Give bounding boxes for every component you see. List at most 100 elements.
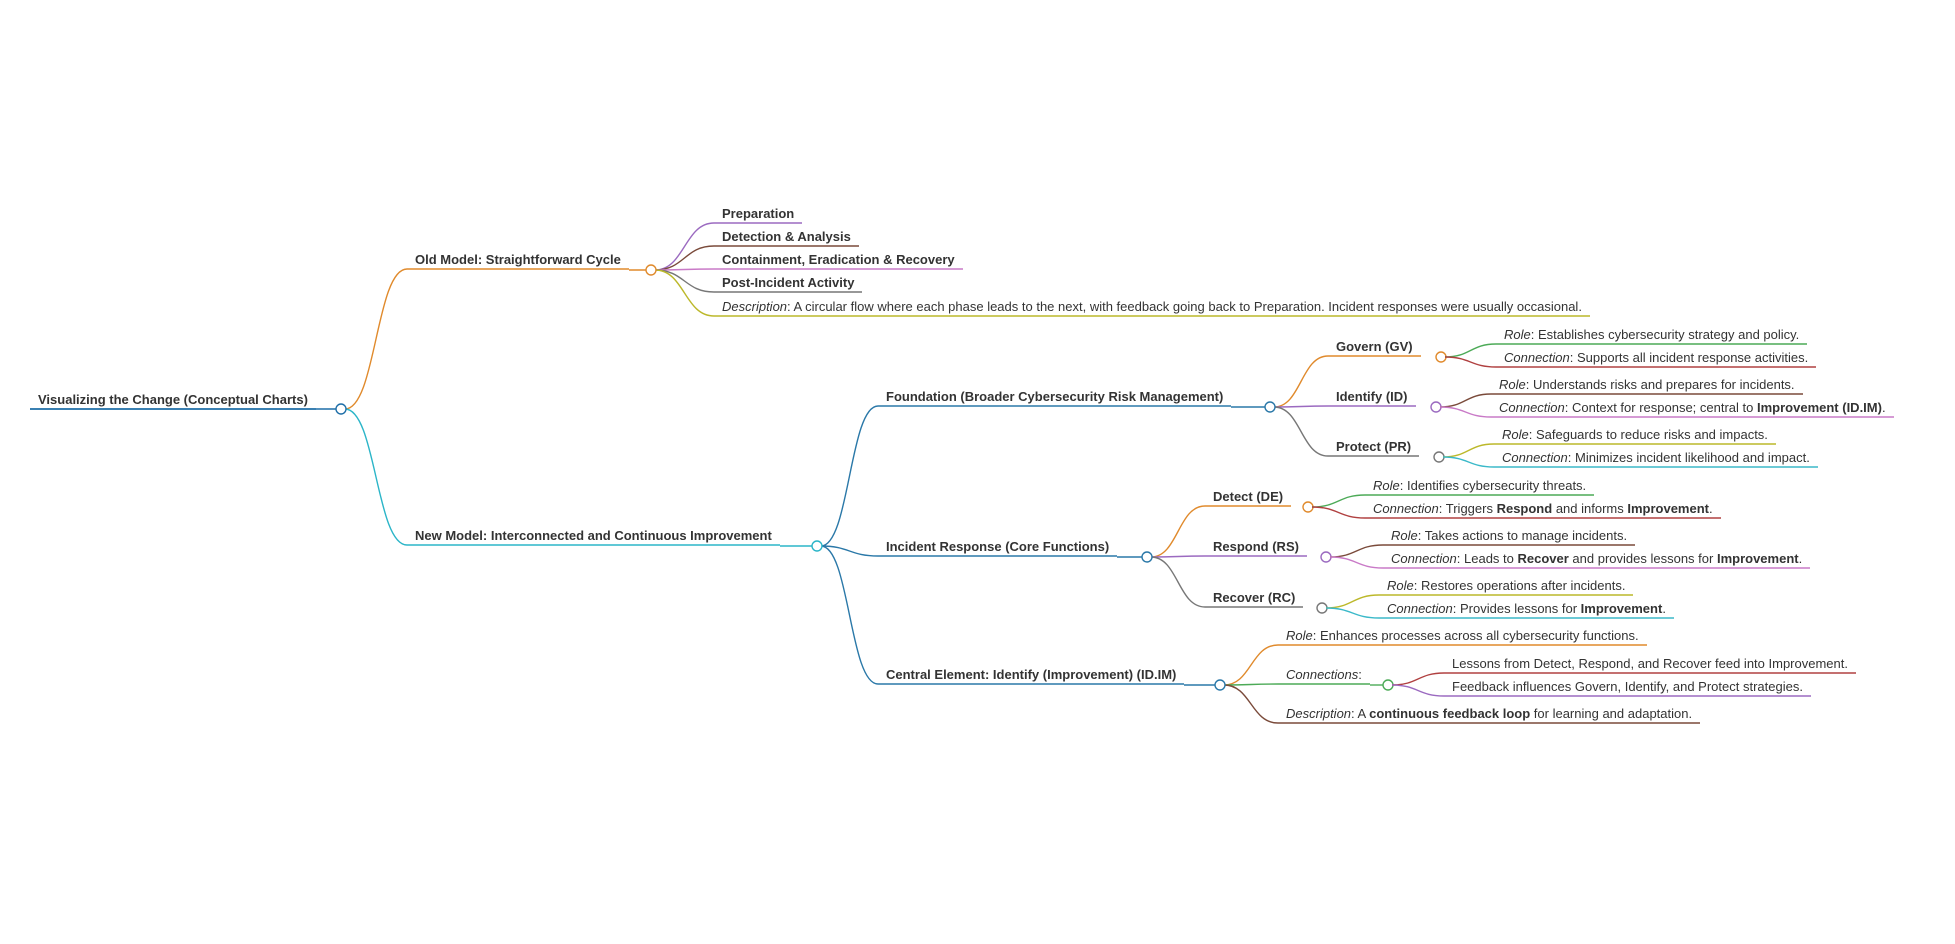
- recover-connection-link: [1325, 607, 1380, 619]
- new-model-node[interactable]: New Model: Interconnected and Continuous…: [415, 528, 772, 543]
- root-node[interactable]: Visualizing the Change (Conceptual Chart…: [38, 392, 308, 407]
- govern-role-link: [1444, 343, 1497, 358]
- text: : Safeguards to reduce risks and impacts…: [1528, 427, 1768, 442]
- detect-connection[interactable]: Connection: Triggers Respond and informs…: [1373, 501, 1713, 517]
- central-element-node[interactable]: Central Element: Identify (Improvement) …: [886, 667, 1177, 682]
- central-connection-item-1[interactable]: Lessons from Detect, Respond, and Recove…: [1452, 656, 1848, 671]
- protect-joint[interactable]: [1433, 451, 1445, 463]
- respond-role-link: [1329, 544, 1384, 558]
- text: : A circular flow where each phase leads…: [787, 299, 1582, 314]
- text: : Supports all incident response activit…: [1569, 350, 1809, 365]
- bold-1: Improvement: [1580, 601, 1663, 616]
- term: Description: [722, 299, 788, 314]
- identify-joint[interactable]: [1430, 401, 1442, 413]
- term: Role: [1499, 377, 1526, 392]
- term: Connection: [1391, 551, 1457, 566]
- detect-node[interactable]: Detect (DE): [1213, 489, 1284, 504]
- identify-node[interactable]: Identify (ID): [1336, 389, 1408, 404]
- end: for learning and adaptation.: [1530, 706, 1693, 721]
- protect-node-link: [1273, 406, 1329, 457]
- govern-node-link: [1273, 355, 1329, 408]
- recover-role[interactable]: Role: Restores operations after incident…: [1387, 578, 1625, 594]
- govern-connection-link: [1444, 356, 1497, 368]
- govern-joint[interactable]: [1435, 351, 1447, 363]
- ir-joint[interactable]: [1141, 551, 1153, 563]
- term: Role: [1286, 628, 1313, 643]
- respond-joint[interactable]: [1320, 551, 1332, 563]
- bold-1: Respond: [1496, 501, 1553, 516]
- central-connection-item-1-link: [1391, 672, 1445, 686]
- phase-preparation[interactable]: Preparation: [722, 206, 795, 221]
- central-connections-node[interactable]: Connections:: [1286, 667, 1362, 683]
- detect-role[interactable]: Role: Identifies cybersecurity threats.: [1373, 478, 1586, 494]
- central-element-node-link: [820, 545, 879, 685]
- identify-role[interactable]: Role: Understands risks and prepares for…: [1499, 377, 1795, 393]
- term: Role: [1502, 427, 1529, 442]
- govern-connection[interactable]: Connection: Supports all incident respon…: [1504, 350, 1808, 366]
- identify-role-link: [1439, 393, 1492, 408]
- foundation-joint[interactable]: [1264, 401, 1276, 413]
- old-model-description[interactable]: Description: A circular flow where each …: [722, 299, 1582, 315]
- protect-node[interactable]: Protect (PR): [1336, 439, 1412, 454]
- govern-node[interactable]: Govern (GV): [1336, 339, 1413, 354]
- central-joint[interactable]: [1214, 679, 1226, 691]
- text: : Takes actions to manage incidents.: [1417, 528, 1628, 543]
- protect-role-link: [1442, 443, 1495, 458]
- phase-post-incident-link: [654, 269, 715, 293]
- respond-connection[interactable]: Connection: Leads to Recover and provide…: [1391, 551, 1802, 567]
- term: Connections: [1286, 667, 1359, 682]
- root-joint[interactable]: [335, 403, 347, 415]
- end: .: [1881, 400, 1886, 415]
- mid: and informs: [1552, 501, 1628, 516]
- central-connection-item-2[interactable]: Feedback influences Govern, Identify, an…: [1452, 679, 1803, 694]
- respond-role[interactable]: Role: Takes actions to manage incidents.: [1391, 528, 1627, 544]
- old-model-joint[interactable]: [645, 264, 657, 276]
- protect-role[interactable]: Role: Safeguards to reduce risks and imp…: [1502, 427, 1768, 443]
- detect-joint[interactable]: [1302, 501, 1314, 513]
- protect-connection[interactable]: Connection: Minimizes incident likelihoo…: [1502, 450, 1810, 466]
- central-description-link: [1223, 684, 1279, 724]
- bold-2: Improvement: [1716, 551, 1799, 566]
- central-connection-item-2-link: [1391, 684, 1445, 697]
- text: : Establishes cybersecurity strategy and…: [1530, 327, 1800, 342]
- connections-joint[interactable]: [1382, 679, 1394, 691]
- end: .: [1709, 501, 1713, 516]
- govern-role[interactable]: Role: Establishes cybersecurity strategy…: [1504, 327, 1799, 343]
- new-model-joint[interactable]: [811, 540, 823, 552]
- text: : Context for response; central to: [1564, 400, 1757, 415]
- incident-response-node[interactable]: Incident Response (Core Functions): [886, 539, 1110, 554]
- respond-node[interactable]: Respond (RS): [1213, 539, 1299, 554]
- bold-1: Recover: [1517, 551, 1569, 566]
- term: Connection: [1387, 601, 1453, 616]
- identify-connection[interactable]: Connection: Context for response; centra…: [1499, 400, 1886, 416]
- foundation-node[interactable]: Foundation (Broader Cybersecurity Risk M…: [886, 389, 1224, 404]
- end: :: [1358, 667, 1362, 682]
- recover-connection[interactable]: Connection: Provides lessons for Improve…: [1387, 601, 1666, 617]
- phase-containment[interactable]: Containment, Eradication & Recovery: [722, 252, 955, 267]
- central-description[interactable]: Description: A continuous feedback loop …: [1286, 706, 1692, 722]
- term: Role: [1391, 528, 1418, 543]
- detect-node-link: [1150, 505, 1206, 558]
- identify-connection-link: [1439, 406, 1492, 418]
- old-model-description-link: [654, 269, 715, 317]
- old-model-node-link: [344, 268, 408, 410]
- new-model-node-link: [344, 408, 408, 546]
- incident-response-node-link: [820, 545, 879, 557]
- recover-node[interactable]: Recover (RC): [1213, 590, 1296, 605]
- term: Connection: [1499, 400, 1565, 415]
- recover-joint[interactable]: [1316, 602, 1328, 614]
- phase-detection-analysis[interactable]: Detection & Analysis: [722, 229, 851, 244]
- phase-post-incident[interactable]: Post-Incident Activity: [722, 275, 855, 290]
- term: Connection: [1502, 450, 1568, 465]
- text: : Minimizes incident likelihood and impa…: [1567, 450, 1810, 465]
- text: : Identifies cybersecurity threats.: [1399, 478, 1587, 493]
- detect-connection-link: [1311, 506, 1366, 519]
- end: .: [1798, 551, 1803, 566]
- recover-role-link: [1325, 594, 1380, 609]
- central-role-link: [1223, 644, 1279, 686]
- central-role[interactable]: Role: Enhances processes across all cybe…: [1286, 628, 1639, 644]
- term: Connection: [1504, 350, 1570, 365]
- old-model-node[interactable]: Old Model: Straightforward Cycle: [415, 252, 621, 267]
